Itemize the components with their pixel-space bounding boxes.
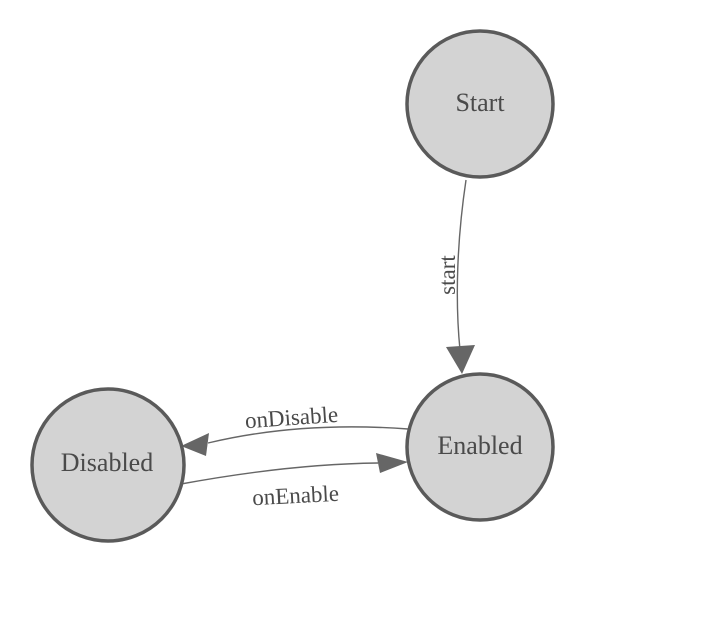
edge-start-to-enabled: [456, 179, 467, 351]
edge-disabled-to-enabled: [180, 462, 379, 485]
state-node-enabled: [405, 372, 555, 522]
edge-label-start: start: [435, 255, 460, 295]
state-node-disabled-label: Disabled: [61, 448, 153, 477]
arrowhead-into-enabled-from-disabled: [376, 453, 408, 473]
edge-enabled-to-disabled: [207, 426, 409, 444]
arrowhead-into-enabled-from-start: [446, 345, 475, 374]
state-node-enabled-label: Enabled: [437, 431, 522, 460]
edge-label-onenable: onEnable: [252, 481, 340, 511]
arrowhead-into-disabled: [181, 433, 209, 456]
state-node-disabled: [30, 387, 186, 543]
edge-label-ondisable: onDisable: [244, 402, 339, 433]
state-node-start: [405, 29, 555, 179]
state-node-start-label: Start: [455, 88, 505, 117]
